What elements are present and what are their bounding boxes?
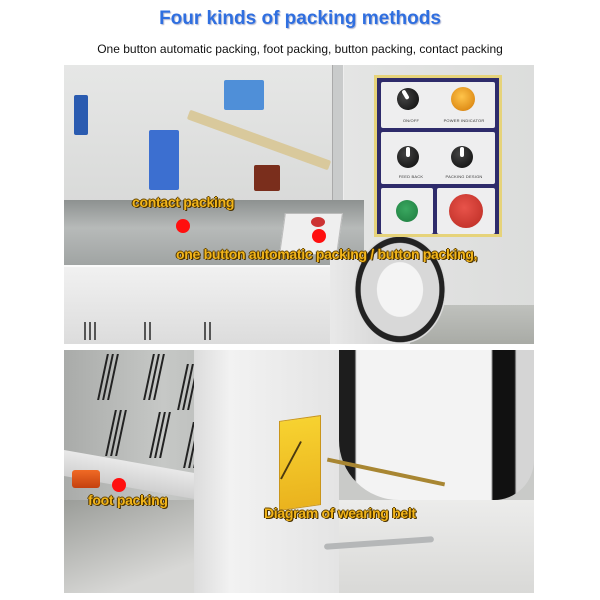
indicator-label: POWER INDICATOR: [443, 118, 485, 123]
panel-section-power: ON/OFF POWER INDICATOR: [381, 82, 495, 128]
power-indicator-lamp-icon: [451, 87, 475, 111]
feed-back-knob-icon[interactable]: [397, 146, 419, 168]
poster-machine-graphic: [224, 80, 264, 110]
emergency-stop-small: [311, 217, 325, 227]
strap-reel: [354, 235, 446, 344]
callout-foot-packing: foot packing: [88, 492, 168, 508]
poster-machine-graphic: [74, 95, 88, 135]
foot-packing-marker: [112, 478, 126, 492]
panel-section-stop: [437, 188, 495, 234]
callout-contact-packing: contact packing: [132, 194, 235, 210]
strap-reel: [339, 350, 534, 500]
on-off-switch-icon[interactable]: [392, 83, 424, 115]
callout-one-button-packing: one button automatic packing / button pa…: [176, 246, 478, 262]
poster-conveyor-graphic: [186, 109, 332, 171]
knob1-label: FEED BACK: [398, 174, 424, 179]
machine-cabinet: [64, 265, 334, 344]
foot-pedal-icon: [72, 470, 100, 488]
contact-packing-marker: [176, 219, 190, 233]
packing-design-knob-icon[interactable]: [451, 146, 473, 168]
poster-box-graphic: [254, 165, 280, 191]
knob2-label: PACKING DESIGN: [445, 174, 483, 179]
belt-threading-diagram-label: [279, 415, 321, 511]
page-subtitle: One button automatic packing, foot packi…: [97, 42, 503, 56]
button-packing-marker: [312, 229, 326, 243]
panel-section-mode: FEED BACK PACKING DESIGN: [381, 132, 495, 184]
panel-section-start: [381, 188, 433, 234]
machine-detail-photo: foot packing Diagram of wearing belt: [64, 350, 534, 593]
callout-wearing-belt-diagram: Diagram of wearing belt: [264, 505, 416, 521]
start-button-icon[interactable]: [396, 200, 418, 222]
machine-overview-photo: ON/OFF POWER INDICATOR FEED BACK PACKING…: [64, 65, 534, 344]
poster-machine-graphic: [149, 130, 179, 190]
page-title: Four kinds of packing methods: [159, 8, 441, 29]
cabinet-edge: [194, 350, 234, 593]
control-panel-closeup: ON/OFF POWER INDICATOR FEED BACK PACKING…: [374, 75, 502, 237]
switch-label: ON/OFF: [402, 118, 420, 123]
emergency-stop-button-icon[interactable]: [449, 194, 483, 228]
